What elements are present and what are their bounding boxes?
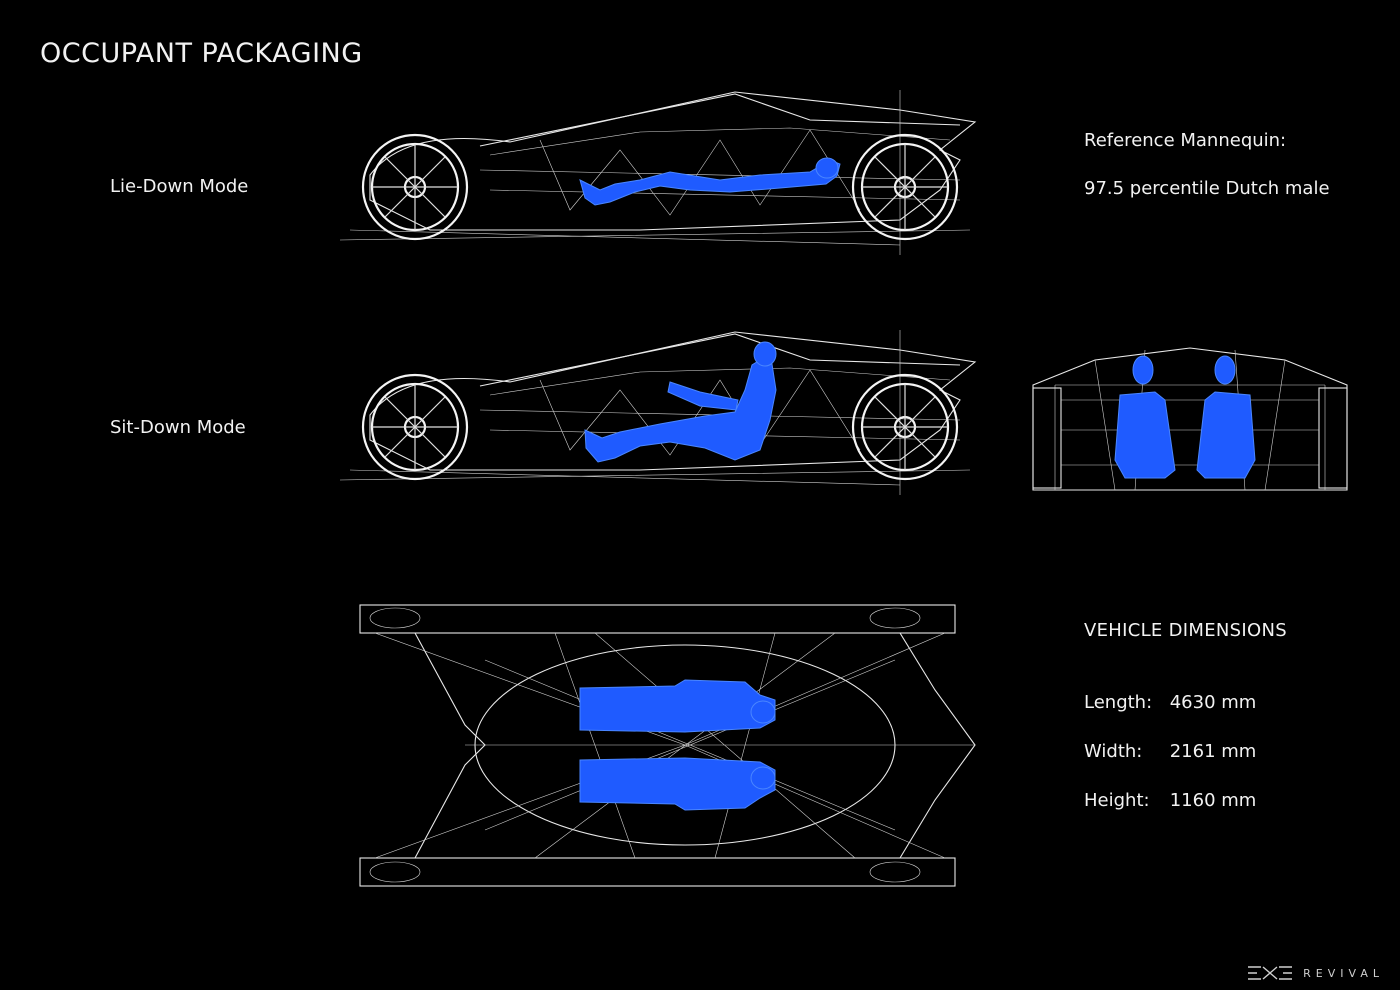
dimension-value: 2161 mm: [1169, 741, 1257, 762]
top-view-mannequins-icon: [579, 679, 776, 811]
brand-name: REVIVAL: [1303, 966, 1384, 980]
dimension-label: Width:: [1084, 741, 1143, 762]
front-view-mannequins-icon: [1114, 355, 1256, 479]
rear-wheel-icon: [851, 133, 959, 241]
dimension-value: 4630 mm: [1169, 692, 1257, 713]
page-title: OCCUPANT PACKAGING: [40, 38, 363, 69]
dimension-value: 1160 mm: [1169, 790, 1257, 811]
reference-mannequin-value: 97.5 percentile Dutch male: [1084, 178, 1330, 199]
brand-mark-icon: [1248, 966, 1293, 980]
front-wheel-icon: [361, 373, 469, 481]
top-view-drawing: [359, 604, 976, 887]
reference-mannequin-label: Reference Mannequin:: [1084, 130, 1287, 151]
brand-logo: REVIVAL: [1247, 966, 1384, 980]
dimension-row-length: Length: 4630 mm: [1084, 692, 1256, 713]
dimension-row-width: Width: 2161 mm: [1084, 741, 1256, 762]
dimension-label: Length:: [1084, 692, 1153, 713]
dimension-label: Height:: [1084, 790, 1150, 811]
vehicle-dimensions-title: VEHICLE DIMENSIONS: [1084, 620, 1287, 641]
seated-mannequin-icon: [584, 341, 777, 463]
sit-down-side-view-drawing: [340, 330, 977, 495]
rear-wheel-icon: [851, 373, 959, 481]
sit-down-mode-label: Sit-Down Mode: [110, 417, 246, 438]
front-wheel-icon: [361, 133, 469, 241]
lie-down-side-view-drawing: [340, 90, 977, 255]
lie-down-mode-label: Lie-Down Mode: [110, 176, 249, 197]
front-view-drawing: [1032, 347, 1348, 491]
dimension-row-height: Height: 1160 mm: [1084, 790, 1256, 811]
lying-mannequin-icon: [579, 157, 841, 206]
